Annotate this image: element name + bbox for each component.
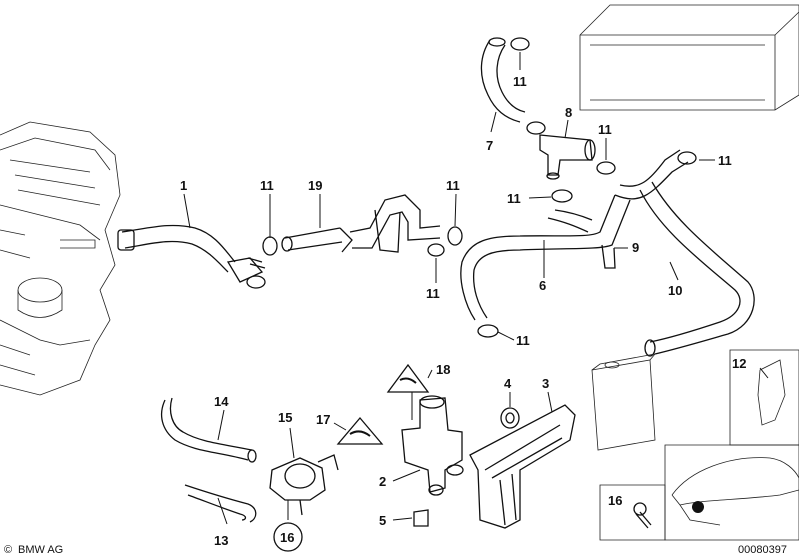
hose-10 [639, 181, 755, 357]
callout-13: 13 [214, 533, 228, 548]
copyright-symbol: © [4, 544, 12, 556]
callout-10: 10 [668, 283, 682, 298]
t-piece-8 [539, 134, 596, 180]
screw-16 [633, 502, 652, 529]
callout-4: 4 [504, 376, 512, 391]
callout-6: 6 [539, 278, 546, 293]
callout-19: 19 [308, 178, 322, 193]
diagram-number: 00080397 [738, 544, 787, 556]
callout-3: 3 [542, 376, 549, 391]
callout-8: 8 [565, 105, 572, 120]
callout-11: 11 [513, 74, 527, 89]
callout-1: 1 [180, 178, 187, 193]
callout-16-ring [273, 522, 303, 552]
callout-11: 11 [426, 286, 440, 301]
grommet-4 [500, 407, 520, 429]
engine-block-icon [0, 121, 121, 396]
callout-5: 5 [379, 513, 386, 528]
hose-1 [117, 224, 266, 289]
callout-12: 12 [732, 356, 746, 371]
callout-11: 11 [718, 153, 732, 168]
callout-11: 11 [598, 122, 612, 137]
callout-11: 11 [446, 178, 460, 193]
callout-15: 15 [278, 410, 292, 425]
callout-11: 11 [260, 178, 274, 193]
callout-11: 11 [516, 333, 530, 348]
bracket-3 [469, 404, 576, 529]
hose-6 [460, 149, 689, 321]
valve-2 [401, 395, 464, 496]
callout-16-circled: 16 [280, 530, 294, 545]
brand-text: BMW AG [18, 544, 63, 556]
callout-7: 7 [486, 138, 493, 153]
car-location-marker [692, 501, 704, 513]
callout-11: 11 [507, 191, 521, 206]
callout-9: 9 [632, 240, 639, 255]
callout-16-inset: 16 [608, 493, 622, 508]
pump-15 [269, 454, 339, 516]
callout-17: 17 [316, 412, 330, 427]
hose-13 [184, 484, 257, 523]
hose-14 [161, 397, 257, 463]
hose-7 [480, 37, 526, 123]
hose-clamps-11 [262, 37, 697, 338]
callout-14: 14 [214, 394, 229, 409]
heater-box-icon [579, 4, 799, 111]
callout-18: 18 [436, 362, 450, 377]
hose-19 [281, 194, 441, 253]
callout-2: 2 [379, 474, 386, 489]
warning-triangle-icon [336, 416, 384, 445]
leader-lines [183, 52, 769, 525]
warning-triangle-icon [386, 363, 430, 393]
coolant-reservoir-icon [591, 353, 657, 451]
inset-16 [599, 484, 666, 541]
inset-12 [729, 349, 799, 446]
inset-car [664, 444, 799, 541]
nut-5 [413, 509, 429, 527]
